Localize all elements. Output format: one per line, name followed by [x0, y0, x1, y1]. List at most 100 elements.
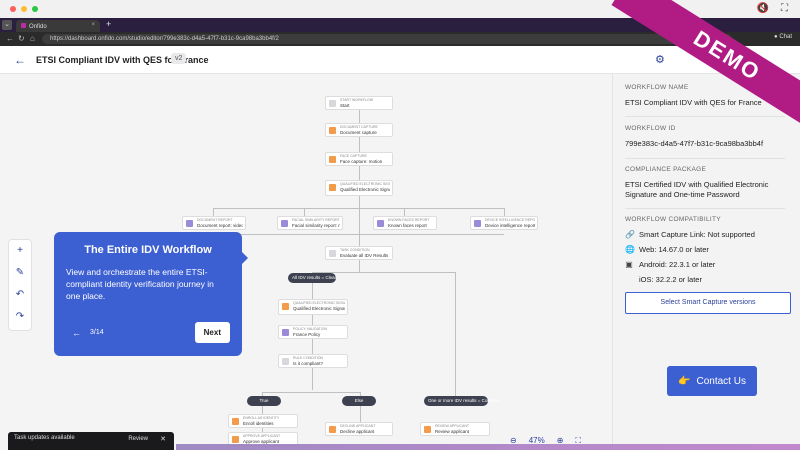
condition-icon: [329, 250, 336, 257]
tooltip-back-button[interactable]: ←: [72, 328, 81, 338]
connector: [304, 208, 305, 218]
workflow-node[interactable]: Rule conditionIs it compliant?: [278, 354, 348, 368]
branch-pill[interactable]: One or more IDV results = Consider: [424, 396, 500, 406]
zoom-out-icon[interactable]: ⊖: [510, 436, 517, 445]
workflow-node[interactable]: Device intelligence reportDevice intelli…: [470, 216, 538, 230]
toast-review-button[interactable]: Review: [128, 436, 148, 442]
tooltip-next-button[interactable]: Next: [194, 322, 230, 343]
redo-icon[interactable]: ↷: [15, 311, 25, 322]
android-icon: ▣: [625, 259, 633, 269]
task-icon: [424, 426, 431, 433]
tooltip-body: View and orchestrate the entire ETSI-com…: [66, 267, 214, 301]
compat-text: Android: 22.3.1 or later: [639, 260, 716, 269]
branch-pill[interactable]: Else: [342, 396, 376, 406]
tab-strip: ⌄ Onfido × +: [0, 18, 800, 32]
workflow-name-label: WORKFLOW NAME: [625, 84, 689, 91]
maximize-dot-icon[interactable]: [32, 6, 38, 12]
tooltip-title: The Entire IDV Workflow: [84, 244, 212, 256]
url-input[interactable]: https://dashboard.onfido.com/studio/edit…: [42, 34, 732, 44]
workflow-node[interactable]: Decline applicantDecline applicant: [325, 422, 393, 436]
task-icon: [329, 184, 336, 191]
node-label: Face capture: motion: [340, 159, 383, 164]
bottom-gradient-strip: [176, 444, 800, 450]
node-type: Policy validation: [293, 327, 328, 331]
fullscreen-icon[interactable]: ⛶: [781, 3, 788, 14]
branch-pill[interactable]: All IDV results = Clear: [288, 273, 336, 283]
report-icon: [377, 220, 384, 227]
workflow-node[interactable]: Document captureDocument capture: [325, 123, 393, 137]
add-node-icon[interactable]: +: [17, 245, 23, 256]
condition-icon: [282, 358, 289, 365]
workflow-node[interactable]: Qualified electronic signatureQualified …: [325, 180, 393, 196]
connector: [213, 208, 504, 209]
workflow-node[interactable]: Facial similarity reportFacial similarit…: [277, 216, 343, 230]
globe-icon: 🌐: [625, 244, 635, 254]
node-label: Is it compliant?: [293, 361, 324, 366]
undo-icon[interactable]: ↶: [15, 289, 25, 300]
back-button[interactable]: ←: [14, 53, 26, 67]
os-title-bar: 🔇 ⛶: [0, 0, 800, 18]
divider: [625, 158, 785, 159]
connector: [404, 208, 405, 218]
version-badge[interactable]: v2: [171, 53, 187, 64]
window-controls[interactable]: [10, 6, 38, 12]
compat-text: Smart Capture Link: Not supported: [639, 230, 755, 239]
toast-close-icon[interactable]: ✕: [160, 436, 166, 443]
tab-menu-icon[interactable]: ⌄: [2, 20, 12, 30]
onfido-favicon-icon: [21, 23, 26, 28]
workflow-node[interactable]: Face captureFace capture: motion: [325, 152, 393, 166]
fit-view-icon[interactable]: ⛶: [575, 436, 582, 445]
minimize-dot-icon[interactable]: [21, 6, 27, 12]
divider: [625, 116, 785, 117]
workflow-name: ETSI Compliant IDV with QES for France: [625, 98, 762, 107]
workflow-node[interactable]: Review applicantReview applicant: [420, 422, 490, 436]
task-icon: [329, 426, 336, 433]
workflow-node[interactable]: Task conditionEvaluate all IDV Results: [325, 246, 393, 260]
select-smart-capture-versions-button[interactable]: Select Smart Capture versions: [625, 292, 791, 314]
node-type: Approve applicant: [243, 434, 281, 438]
contact-us-label: Contact Us: [696, 375, 746, 387]
back-nav-icon[interactable]: ←: [6, 34, 14, 43]
close-dot-icon[interactable]: [10, 6, 16, 12]
zoom-in-icon[interactable]: ⊕: [556, 436, 564, 445]
node-type: Task condition: [340, 248, 370, 252]
node-label: France Policy: [293, 332, 321, 337]
workflow-node[interactable]: Known faces reportKnown faces report: [373, 216, 437, 230]
workflow-id: 799e383c-d4a5-47f7-b31c-9ca98ba3bb4f: [625, 139, 764, 148]
connector: [213, 234, 504, 235]
workflow-node[interactable]: Policy validationFrance Policy: [278, 325, 348, 339]
compliance-label: COMPLIANCE PACKAGE: [625, 166, 707, 173]
node-label: Decline applicant: [340, 429, 375, 434]
compat-label: WORKFLOW COMPATIBILITY: [625, 216, 721, 223]
task-icon: [282, 303, 289, 310]
browser-tab[interactable]: Onfido ×: [16, 20, 100, 32]
node-label: Evaluate all IDV Results: [340, 253, 389, 258]
connector: [360, 392, 361, 432]
settings-gear-icon[interactable]: ⚙: [655, 54, 665, 66]
workflow-node[interactable]: Start workflowStart: [325, 96, 393, 110]
workflow-node[interactable]: Document reportDocument report: video: [182, 216, 246, 230]
tab-close-icon[interactable]: ×: [91, 22, 95, 28]
compat-text: iOS: 32.2.2 or later: [639, 275, 702, 284]
workflow-node[interactable]: Qualified electronic signatureQualified …: [278, 299, 348, 315]
workflow-node[interactable]: Approve applicantApprove applicant: [228, 432, 298, 446]
connector: [312, 272, 456, 273]
node-label: Enroll identities: [243, 421, 274, 426]
new-tab-button[interactable]: +: [106, 19, 112, 29]
workflow-node[interactable]: Enroll as identityEnroll identities: [228, 414, 298, 428]
contact-us-button[interactable]: 👉 Contact Us: [667, 366, 757, 396]
home-icon[interactable]: ⌂: [30, 34, 35, 43]
chat-button[interactable]: ● Chat: [774, 34, 792, 40]
tooltip-step-counter: 3/14: [90, 329, 104, 336]
reload-icon[interactable]: ↻: [18, 34, 25, 43]
mute-icon[interactable]: 🔇: [756, 3, 769, 14]
compat-row: 🔗Smart Capture Link: Not supported: [625, 230, 755, 239]
connector: [504, 208, 505, 218]
branch-pill[interactable]: True: [247, 396, 281, 406]
node-type: Face capture: [340, 154, 367, 158]
canvas-toolbar: + ✎ ↶ ↷: [8, 239, 32, 331]
node-label: Device intelligence report: [485, 223, 535, 228]
node-label: Qualified Electronic Signature: [293, 306, 345, 311]
task-icon: [232, 436, 239, 443]
magic-wand-icon[interactable]: ✎: [15, 267, 25, 278]
